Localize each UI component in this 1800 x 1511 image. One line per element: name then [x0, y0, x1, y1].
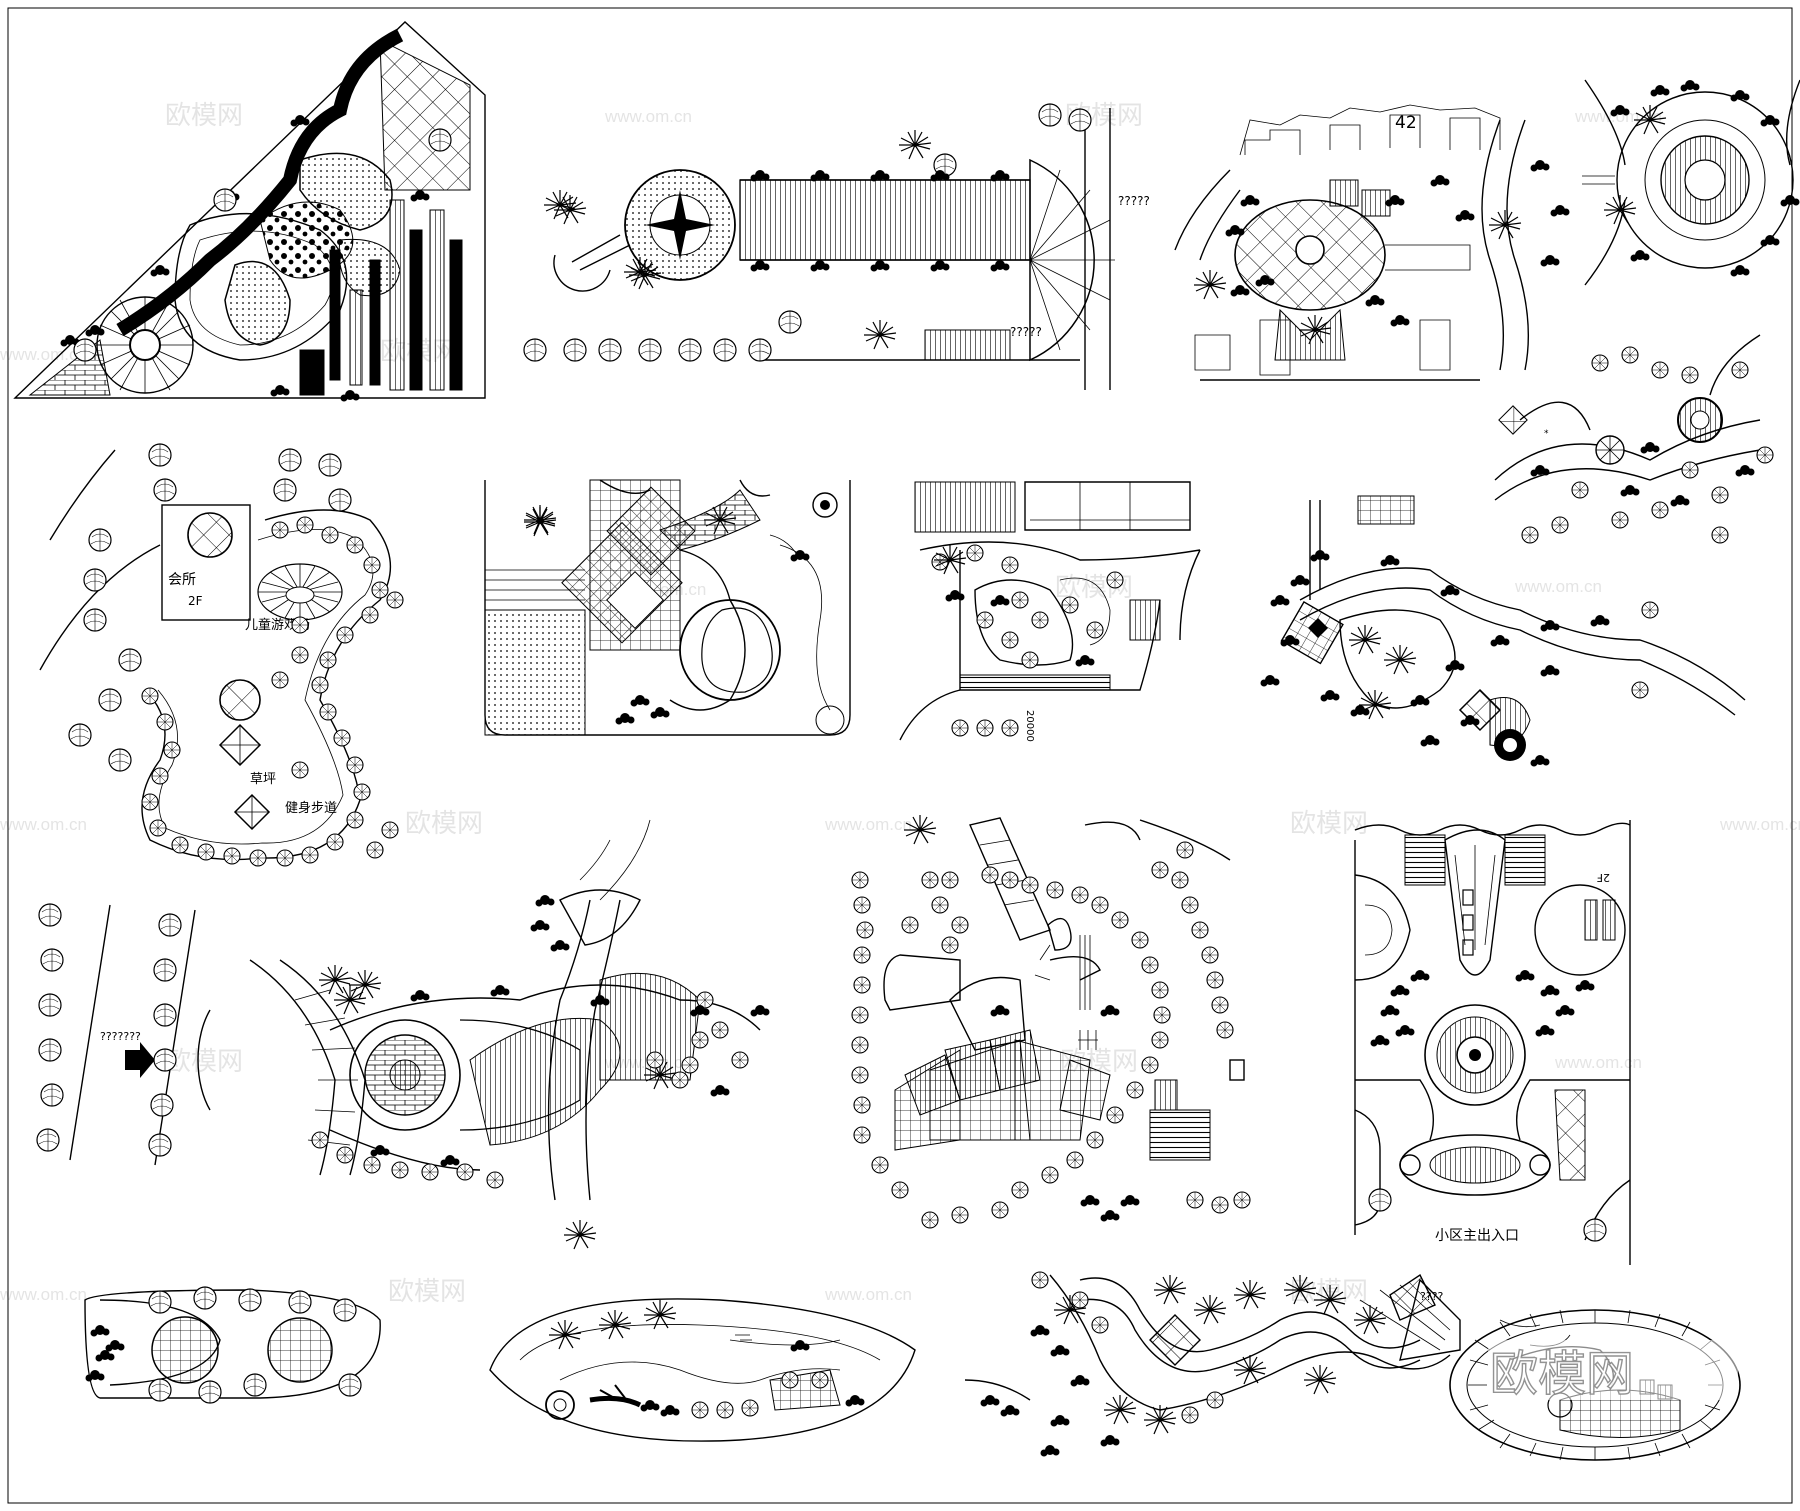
plan-label: 小区主出入口 — [1435, 1228, 1519, 1244]
plan-corner-pool-garden — [484, 479, 851, 736]
plan-roundabout-plaza — [1582, 79, 1800, 286]
watermark-url: www.om.cn — [824, 815, 912, 834]
watermark-url: www.om.cn — [1514, 577, 1602, 596]
plan-label: 健身步道 — [285, 800, 337, 816]
plan-axial-promenade: ????? ????? — [523, 103, 1150, 390]
watermark-brand: 欧模网 — [405, 808, 483, 838]
plan-clubhouse-park: 会所 2F 儿童游戏场 草坪 健身步道 — [39, 443, 404, 867]
corner-logo: 欧模网 — [1488, 1340, 1738, 1403]
plan-waterfront-island — [489, 1298, 916, 1442]
plan-label: 2F — [188, 594, 203, 608]
watermark-url: www.om.cn — [0, 815, 87, 834]
plan-waterbody-park — [1260, 495, 1746, 767]
plan-mark: ????? — [1010, 325, 1042, 339]
plan-linear-park — [84, 1286, 381, 1404]
plan-label: 会所 — [168, 572, 196, 588]
plan-mark: ????? — [1118, 194, 1150, 208]
watermark-brand: 欧模网 — [1290, 808, 1368, 838]
corner-logo-text: 欧模网 — [1490, 1346, 1634, 1402]
entrance-arrow-icon — [125, 1042, 155, 1078]
plan-mark: 20000 — [1024, 710, 1035, 742]
plan-riverside-park: ??????? — [36, 819, 770, 1250]
sheet-border — [7, 7, 1793, 1504]
plan-building-courtyard: 42 — [1174, 104, 1570, 381]
plan-parkway-loop: * — [1494, 334, 1774, 544]
svg-text:*: * — [1544, 429, 1549, 439]
plan-mark: ??????? — [100, 1030, 141, 1043]
plan-label: 草坪 — [250, 772, 276, 787]
watermark-url: www.om.cn — [1554, 1053, 1642, 1072]
plan-campus-planting — [851, 814, 1251, 1229]
plan-mark: ???? — [1420, 1290, 1444, 1303]
watermark-brand: 欧模网 — [165, 1046, 243, 1076]
watermark-url: www.om.cn — [1719, 815, 1800, 834]
watermark-url: www.om.cn — [0, 1285, 87, 1304]
plan-winding-creek: ???? — [964, 1271, 1461, 1457]
watermark-url: www.om.cn — [824, 1285, 912, 1304]
watermark-url: www.om.cn — [604, 107, 692, 126]
plan-terrace-garden: 20000 — [899, 481, 1201, 742]
plan-label: 2F — [1597, 871, 1610, 884]
plan-triangle-garden — [13, 21, 486, 402]
plan-mark: 42 — [1395, 113, 1417, 133]
watermark-brand: 欧模网 — [165, 100, 243, 130]
plan-entrance-axis: 2F 小区主出入口 — [1354, 820, 1631, 1265]
watermark-brand: 欧模网 — [388, 1276, 466, 1306]
